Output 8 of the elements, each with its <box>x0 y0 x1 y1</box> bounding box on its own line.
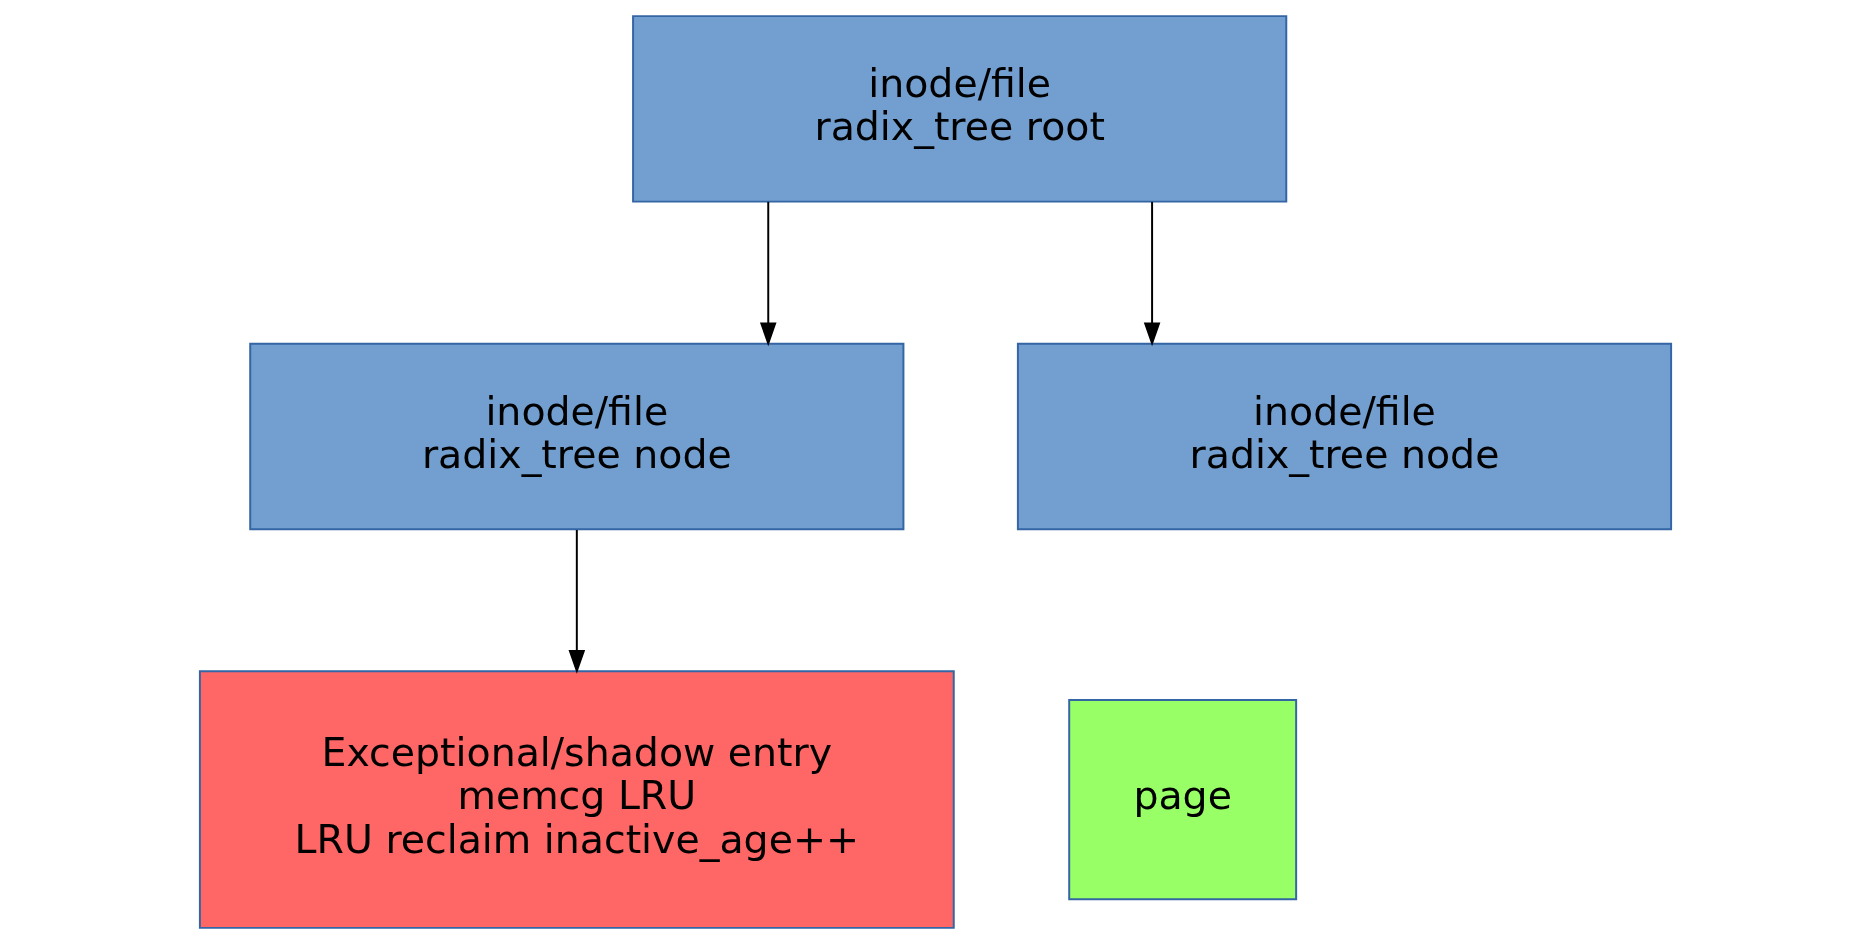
node-box: inode/file radix_tree root <box>632 15 1288 203</box>
arrow <box>1143 200 1161 347</box>
node-box: Exceptional/shadow entry memcg LRU LRU reclaim inactive_age++ <box>198 670 955 929</box>
node-box: page <box>1068 698 1298 901</box>
node-box: inode/file radix_tree node <box>1016 342 1673 531</box>
node-box: inode/file radix_tree node <box>249 342 905 531</box>
arrow <box>759 200 777 347</box>
arrow <box>568 529 586 674</box>
